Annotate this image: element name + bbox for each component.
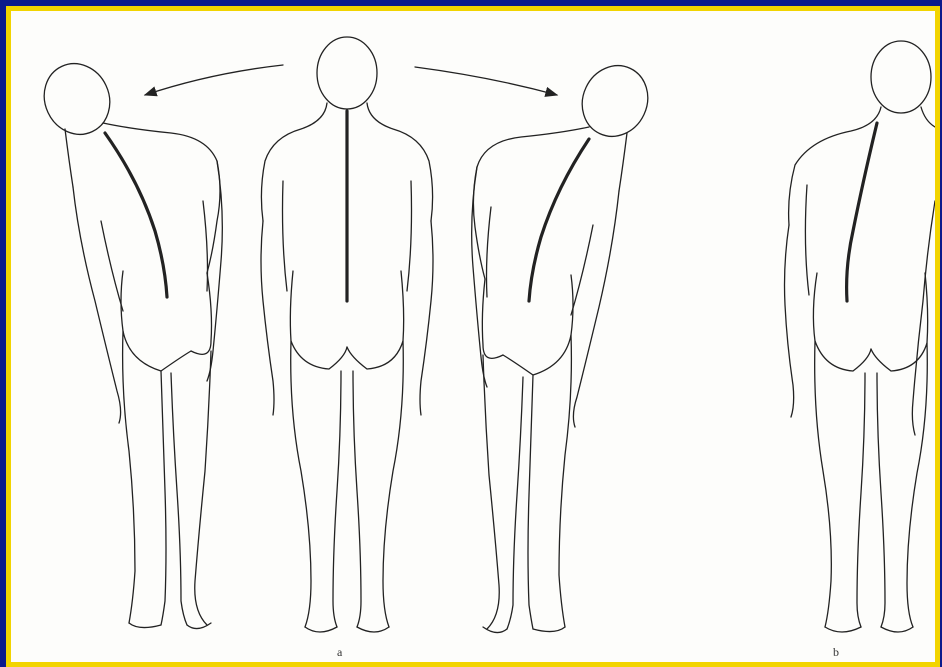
spine-right-bend [529, 139, 589, 301]
arrow-right [415, 67, 557, 95]
spine-posture-illustration [11, 11, 935, 662]
label-b: b [833, 645, 839, 660]
yellow-border: a b [6, 6, 940, 667]
figure-left-bend [33, 53, 223, 629]
spine-left-bend [105, 133, 167, 297]
arrow-left [145, 65, 283, 95]
figure-right-bend [472, 55, 660, 633]
figure-center-upright [261, 37, 433, 632]
figure-scoliosis [785, 41, 936, 632]
label-a: a [337, 645, 342, 660]
illustration-paper: a b [11, 11, 935, 662]
spine-scoliosis [847, 123, 877, 301]
